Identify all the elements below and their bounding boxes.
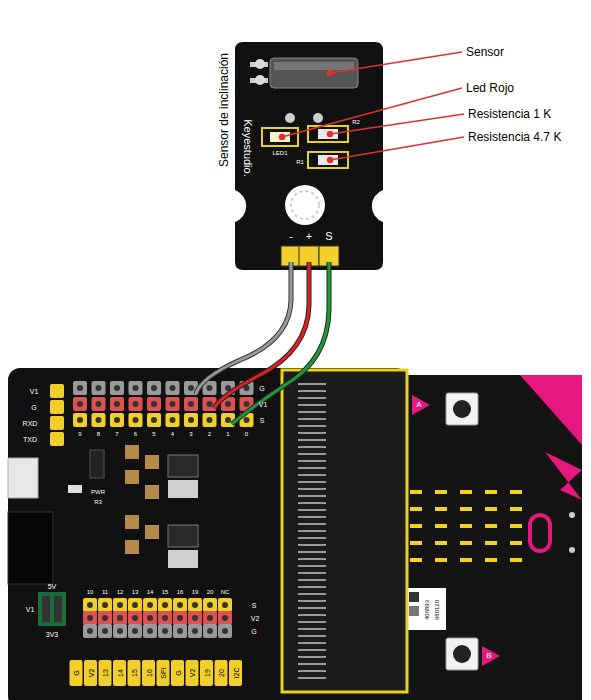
pin-label: S	[260, 417, 265, 424]
pin-label: 13	[132, 589, 139, 595]
callout-label: Sensor	[466, 46, 504, 58]
pin-label: -	[289, 231, 293, 242]
pin-label: 406893	[424, 600, 430, 620]
pin-label: LED1	[272, 150, 287, 156]
pin-label: V2	[189, 669, 196, 678]
components	[38, 445, 198, 626]
pin-label: S	[325, 231, 332, 242]
pin-label: B	[486, 652, 491, 660]
callout-label: Sensor de inclinación	[218, 53, 230, 167]
pin-label: RXD	[23, 420, 38, 427]
pin-label: 20	[218, 669, 225, 677]
pin-label: 3	[189, 431, 192, 437]
button-b	[446, 638, 478, 670]
microbit-logo	[530, 515, 550, 551]
pin-label: V1	[30, 388, 39, 395]
resistor-symbol	[308, 152, 348, 168]
pin-label: 9	[78, 431, 81, 437]
pin-label: R1	[296, 159, 304, 165]
pin-label: G	[73, 670, 80, 675]
pin-label: 11	[102, 589, 108, 595]
button-b-mark	[482, 646, 500, 666]
button-a-mark	[412, 395, 430, 415]
sensor-module-board	[235, 42, 383, 270]
button-a	[446, 393, 478, 425]
tilt-switch	[250, 58, 358, 88]
pin-label: 15	[131, 669, 138, 677]
pin-label: 4	[171, 431, 174, 437]
pin-label: SPI	[160, 667, 167, 678]
pin-label: PWR	[91, 489, 105, 495]
callout-label: Resistencia 4.7 K	[468, 131, 561, 143]
shield-board	[8, 368, 408, 700]
qr-sticker	[406, 588, 446, 630]
pin-label: +	[306, 231, 312, 242]
mounting-hole	[285, 185, 325, 225]
pin-label: 6	[134, 431, 137, 437]
pin-label: G	[31, 404, 36, 411]
callout-label: Keyestudio.	[242, 119, 253, 176]
pin-label: 10	[87, 589, 94, 595]
pin-label: V2	[87, 669, 94, 678]
pin-label: R2	[352, 119, 360, 125]
power-jack	[8, 512, 53, 584]
pin-label: 2	[208, 431, 211, 437]
pin-label: I2C	[232, 668, 239, 679]
pin-label: 16	[145, 669, 152, 677]
pin-label: 7	[115, 431, 118, 437]
microbit-edge-mark	[545, 452, 582, 500]
pin-label: V2	[251, 615, 260, 622]
pin-label: 5	[152, 431, 155, 437]
pin-label: 19	[203, 669, 210, 677]
pin-label: 680120	[434, 600, 440, 620]
pin-label: V1	[26, 606, 35, 613]
wire-vcc	[214, 262, 309, 408]
red-led	[262, 128, 298, 146]
edge-connector-pins	[298, 384, 326, 678]
microbit-board	[405, 375, 582, 700]
pin-label: 16	[177, 589, 184, 595]
pin-label: 0	[245, 431, 248, 437]
pin-label: V1	[259, 401, 268, 408]
pin-label: 15	[162, 589, 169, 595]
pin-label: 8	[97, 431, 100, 437]
pin-label: 3V3	[46, 631, 58, 638]
callout-label: Resistencia 1 K	[468, 108, 551, 120]
pin-label: G	[259, 385, 264, 392]
wire-gnd	[196, 262, 291, 394]
pin-label: NC	[221, 589, 230, 595]
pin-label: TXD	[23, 436, 37, 443]
pin-label: 20	[207, 589, 214, 595]
led-matrix	[410, 490, 522, 562]
pin-label: 1	[226, 431, 229, 437]
callout-label: Led Rojo	[466, 82, 514, 94]
microbit-corner	[520, 375, 582, 445]
pin-label: 13	[102, 669, 109, 677]
pin-label: 19	[192, 589, 199, 595]
edge-connector	[282, 370, 407, 692]
pin-label: 12	[117, 589, 124, 595]
pin-headers	[50, 381, 254, 686]
pin-label: 14	[147, 589, 154, 595]
pin-label: 14	[116, 669, 123, 677]
pin-label: 5V	[48, 583, 57, 590]
pin-label: A	[416, 401, 421, 409]
pin-label: R3	[94, 499, 102, 505]
usb-connector	[8, 458, 38, 498]
leader-lines	[280, 52, 465, 163]
wire-signal	[232, 262, 329, 424]
pin-label: G	[174, 670, 181, 675]
pin-label: G	[251, 628, 256, 635]
pin-label: S	[252, 602, 257, 609]
